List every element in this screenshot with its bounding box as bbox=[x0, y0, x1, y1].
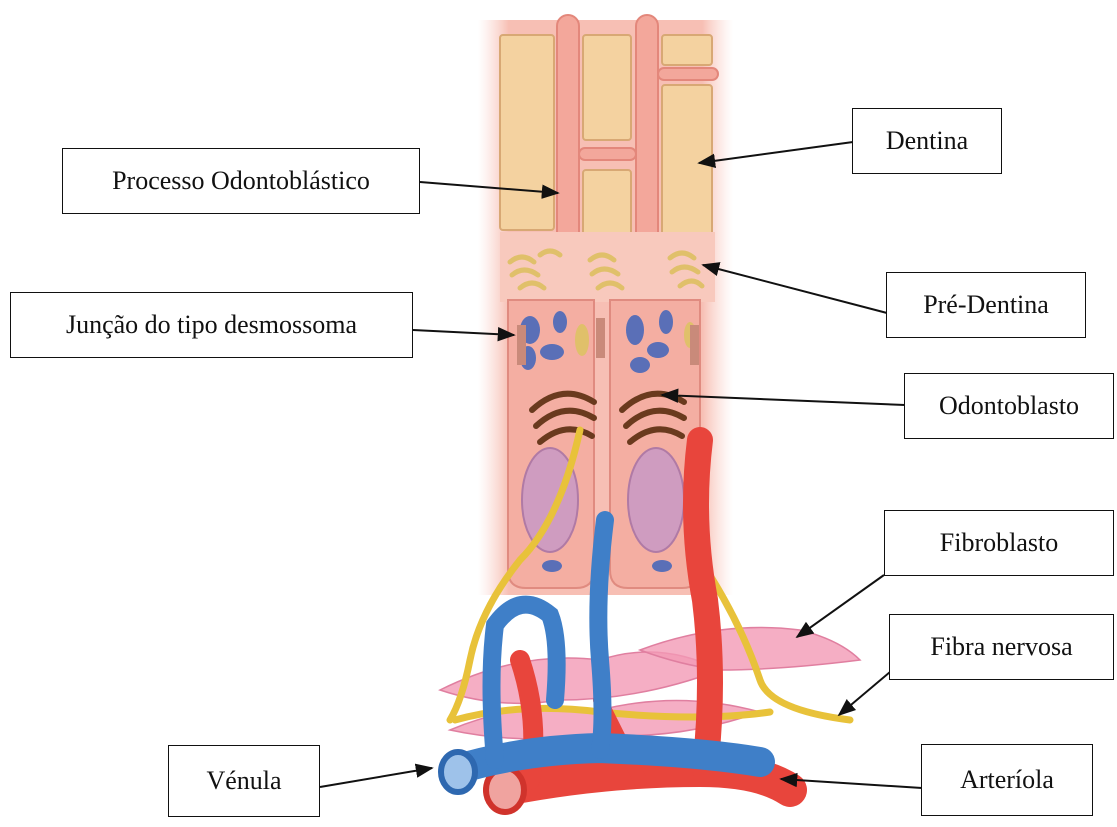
arrow-venula bbox=[320, 768, 432, 787]
label-venula: Vénula bbox=[168, 745, 320, 817]
label-juncao-desmossoma: Junção do tipo desmossoma bbox=[10, 292, 413, 358]
label-odontoblasto: Odontoblasto bbox=[904, 373, 1114, 439]
arrow-fibroblasto bbox=[797, 575, 884, 637]
label-dentina: Dentina bbox=[852, 108, 1002, 174]
label-arteriola: Arteríola bbox=[921, 744, 1093, 816]
label-fibroblasto: Fibroblasto bbox=[884, 510, 1114, 576]
pre-dentin bbox=[500, 232, 715, 302]
dentin bbox=[500, 35, 712, 235]
fibroblasts bbox=[440, 628, 860, 740]
label-processo-odontoblastico: Processo Odontoblástico bbox=[62, 148, 420, 214]
venule-opening bbox=[441, 752, 475, 792]
label-fibra-nervosa: Fibra nervosa bbox=[889, 614, 1114, 680]
arrow-fibra-nervosa bbox=[839, 672, 890, 715]
label-pre-dentina: Pré-Dentina bbox=[886, 272, 1086, 338]
